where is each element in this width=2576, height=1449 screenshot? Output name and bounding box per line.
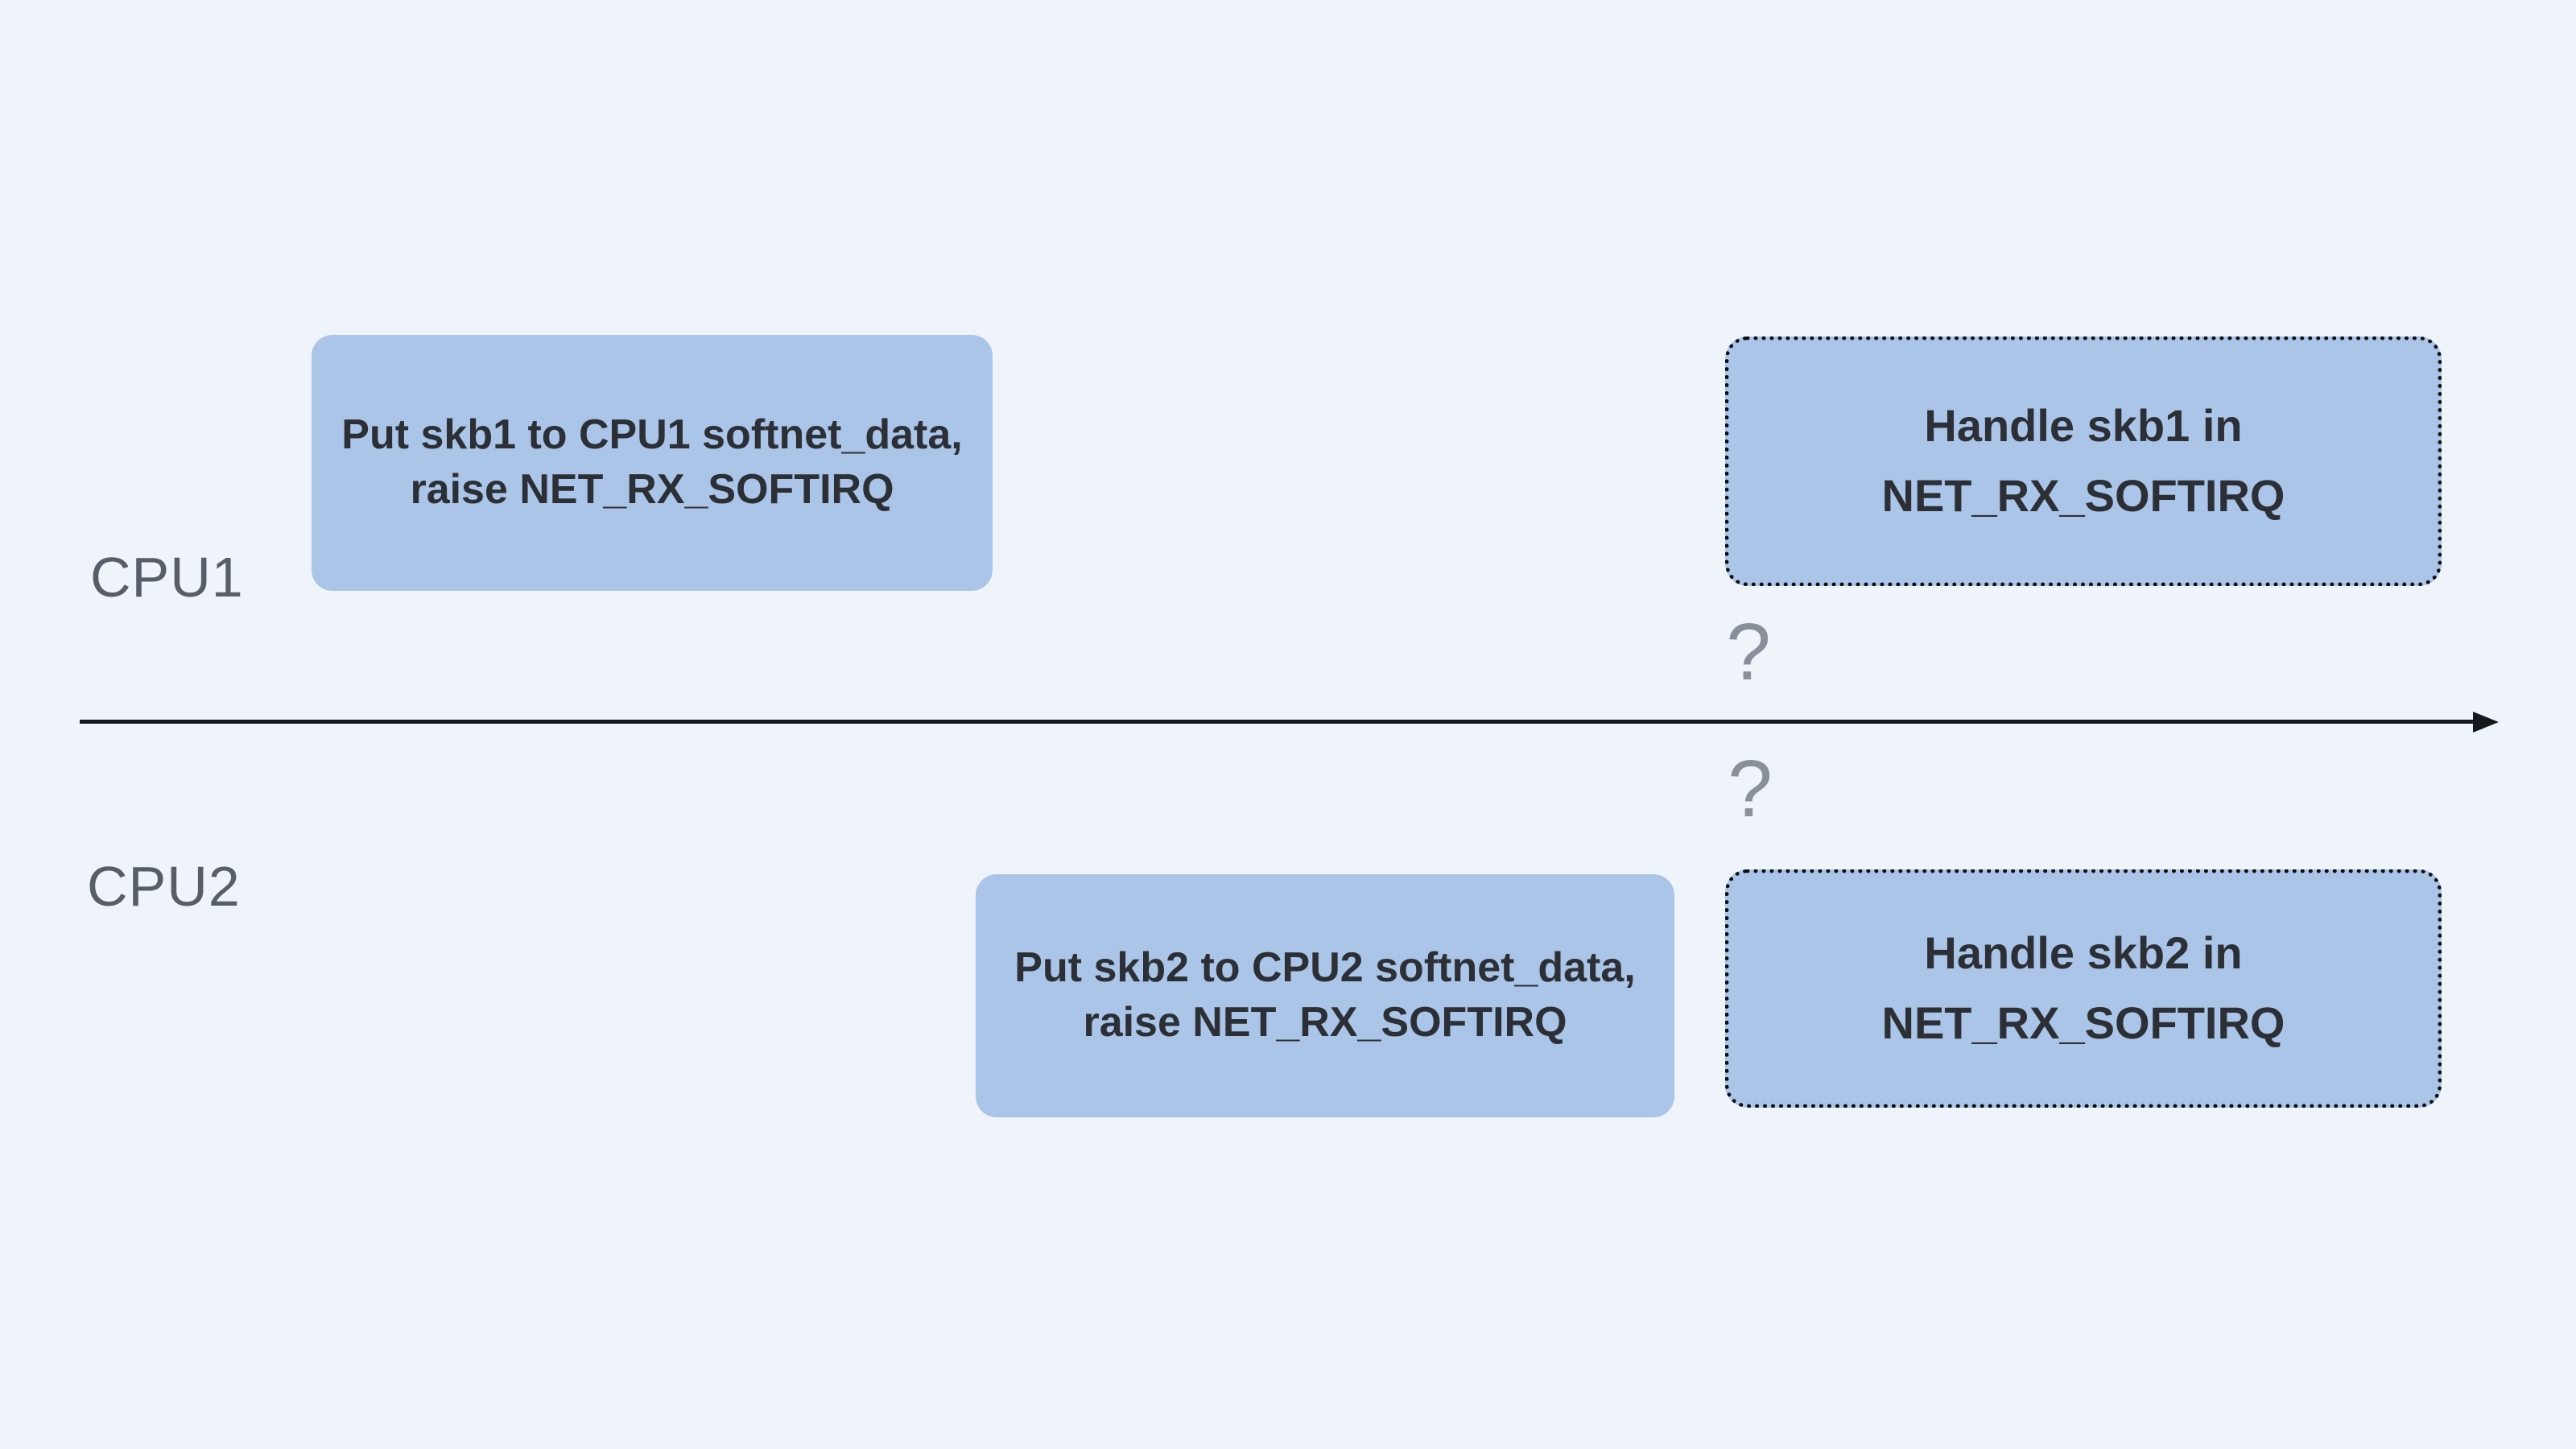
box-handle-skb1: Handle skb1 in NET_RX_SOFTIRQ <box>1725 336 2442 586</box>
box-handle-skb1-line2: NET_RX_SOFTIRQ <box>1881 470 2285 521</box>
box-put-skb2: Put skb2 to CPU2 softnet_data, raise NET… <box>976 874 1674 1117</box>
question-mark-cpu1: ? <box>1726 607 1771 697</box>
box-put-skb1-line1: Put skb1 to CPU1 softnet_data, <box>341 411 963 459</box>
lane-label-cpu1: CPU1 <box>90 546 244 609</box>
box-handle-skb2-line1: Handle skb2 in <box>1924 927 2243 979</box>
lane-label-cpu2: CPU2 <box>87 855 241 918</box>
timeline-arrowhead-icon <box>2473 712 2499 733</box>
box-handle-skb2: Handle skb2 in NET_RX_SOFTIRQ <box>1725 869 2442 1108</box>
timeline-axis <box>80 720 2477 724</box>
question-mark-cpu2: ? <box>1728 744 1773 834</box>
box-put-skb1: Put skb1 to CPU1 softnet_data, raise NET… <box>312 335 993 591</box>
box-handle-skb2-line2: NET_RX_SOFTIRQ <box>1881 997 2285 1048</box>
box-put-skb2-line2: raise NET_RX_SOFTIRQ <box>1083 999 1567 1046</box>
box-put-skb2-line1: Put skb2 to CPU2 softnet_data, <box>1014 944 1636 992</box>
box-handle-skb1-line1: Handle skb1 in <box>1924 400 2243 452</box>
box-put-skb1-line2: raise NET_RX_SOFTIRQ <box>410 466 894 513</box>
